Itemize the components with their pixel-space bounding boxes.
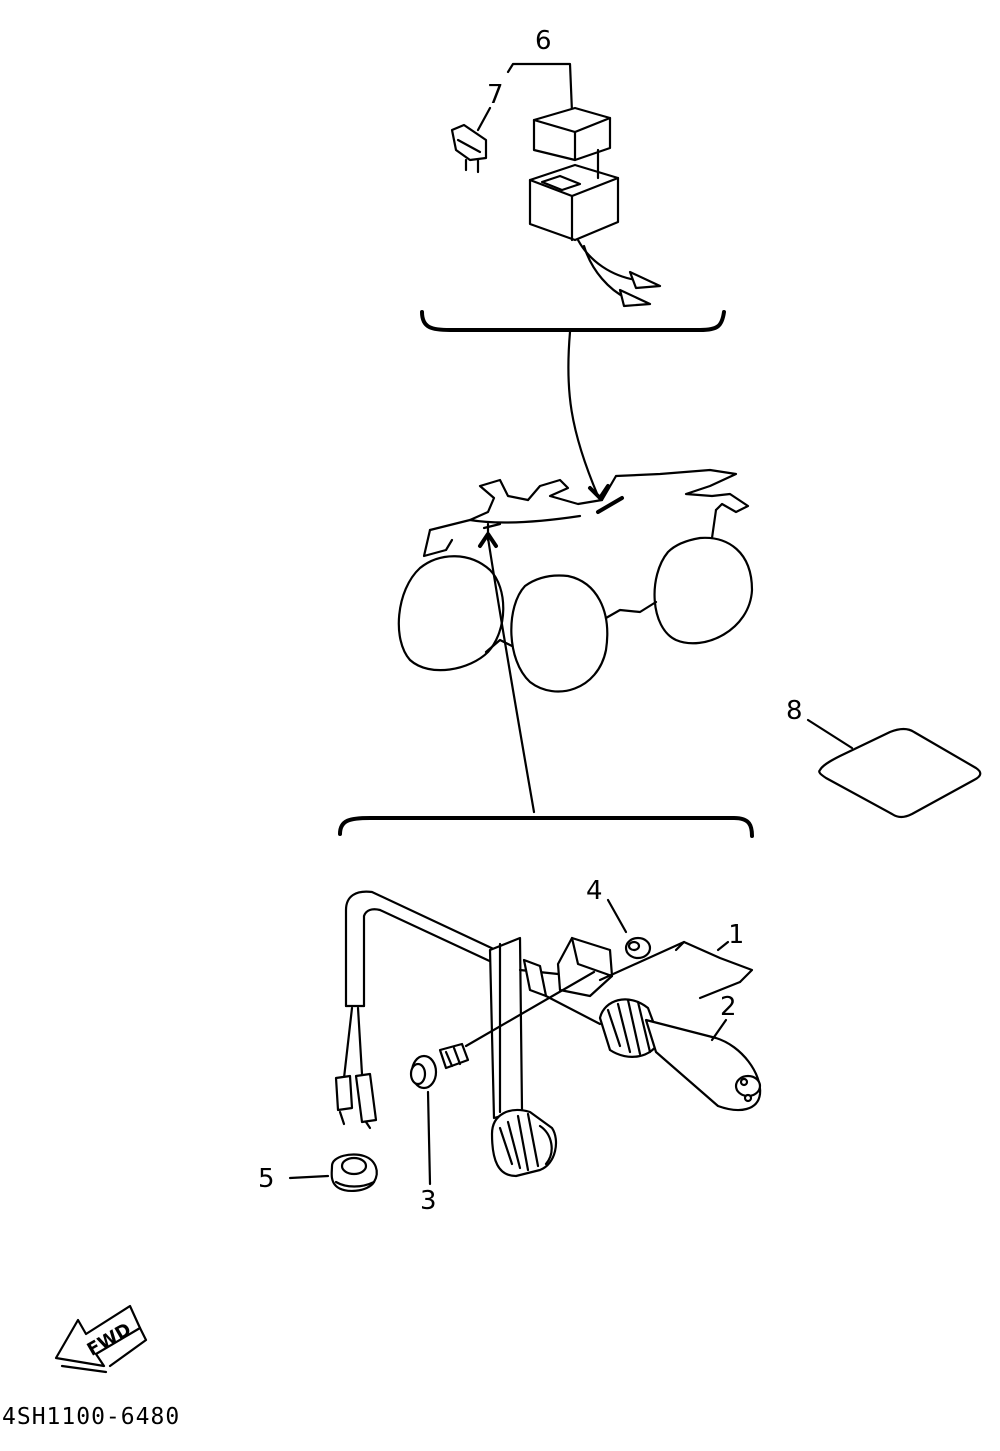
- relay-assembly: [506, 62, 662, 308]
- grommet: [288, 1153, 378, 1192]
- upper-group-brace: [420, 310, 726, 332]
- nut: [606, 898, 652, 960]
- callout-1: 1: [728, 920, 744, 950]
- upper-leader-line: [567, 330, 600, 498]
- callout-6: 6: [535, 26, 552, 56]
- callout-8: 8: [786, 696, 803, 726]
- screw: [409, 970, 596, 1186]
- callout-3: 3: [420, 1186, 437, 1216]
- vehicle-outline: [397, 468, 754, 693]
- label-sticker: [806, 718, 982, 819]
- callout-5: 5: [258, 1164, 275, 1194]
- lower-leader-line: [486, 536, 536, 814]
- diagram-code: 4SH1100-6480: [2, 1404, 181, 1430]
- lower-group-brace: [338, 816, 754, 838]
- callout-7: 7: [487, 80, 504, 110]
- forward-direction-arrow: FWD: [54, 1304, 148, 1374]
- callout-2: 2: [720, 992, 737, 1022]
- light-switch-assembly: [334, 890, 762, 1178]
- fuse: [450, 106, 492, 174]
- callout-4: 4: [586, 876, 603, 906]
